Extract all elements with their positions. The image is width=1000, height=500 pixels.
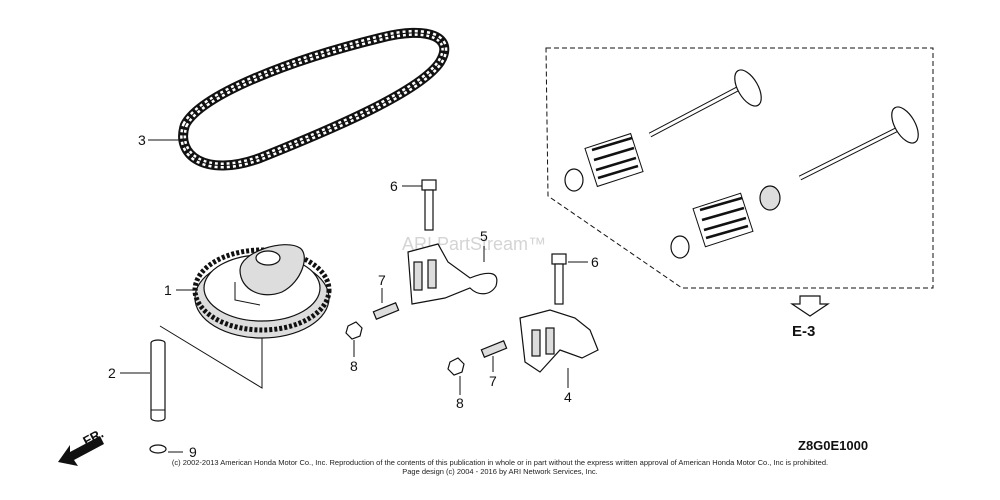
callout-2[interactable]: 2	[108, 365, 116, 381]
lock-nut-right[interactable]	[447, 357, 465, 376]
camshaft-pulley[interactable]	[192, 244, 332, 339]
callout-1[interactable]: 1	[164, 282, 172, 298]
valve-retainer-upper[interactable]	[564, 168, 584, 192]
copyright-line-2: Page design (c) 2004 - 2016 by ARI Netwo…	[402, 467, 598, 476]
callout-6b[interactable]: 6	[591, 254, 599, 270]
valve-spring-upper[interactable]	[584, 132, 644, 188]
intake-valve[interactable]	[798, 103, 924, 181]
exhaust-valve[interactable]	[648, 66, 767, 138]
callout-8a[interactable]: 8	[350, 358, 358, 374]
camshaft-pin[interactable]	[150, 339, 166, 422]
reference-arrow-icon	[790, 295, 830, 317]
assembly-line-pin	[159, 325, 263, 389]
washer[interactable]	[149, 444, 167, 454]
reference-label[interactable]: E-3	[792, 323, 815, 340]
rocker-arm-intake[interactable]	[519, 309, 599, 373]
callout-4[interactable]: 4	[564, 389, 572, 405]
rocker-bolt-right[interactable]	[551, 253, 567, 305]
front-direction-arrow-icon	[58, 436, 104, 466]
callout-9[interactable]: 9	[189, 444, 197, 460]
valve-spring-lower[interactable]	[692, 192, 754, 248]
callout-3[interactable]: 3	[138, 132, 146, 148]
timing-belt[interactable]	[178, 27, 450, 171]
adjusting-screw-right[interactable]	[480, 340, 508, 358]
valve-group-outline	[545, 47, 934, 289]
lock-nut-left[interactable]	[345, 321, 363, 340]
callout-5[interactable]: 5	[480, 228, 488, 244]
valve-retainer-lower[interactable]	[670, 235, 690, 259]
callout-6a[interactable]: 6	[390, 178, 398, 194]
adjusting-screw-left[interactable]	[372, 302, 400, 320]
rocker-arm-exhaust[interactable]	[407, 243, 498, 305]
callout-7a[interactable]: 7	[378, 272, 386, 288]
diagram-code: Z8G0E1000	[798, 438, 868, 453]
callout-8b[interactable]: 8	[456, 395, 464, 411]
valve-stem-seal[interactable]	[759, 185, 781, 211]
rocker-bolt-upper[interactable]	[421, 179, 437, 231]
callout-7b[interactable]: 7	[489, 373, 497, 389]
copyright-line-1: (c) 2002-2013 American Honda Motor Co., …	[171, 458, 829, 467]
